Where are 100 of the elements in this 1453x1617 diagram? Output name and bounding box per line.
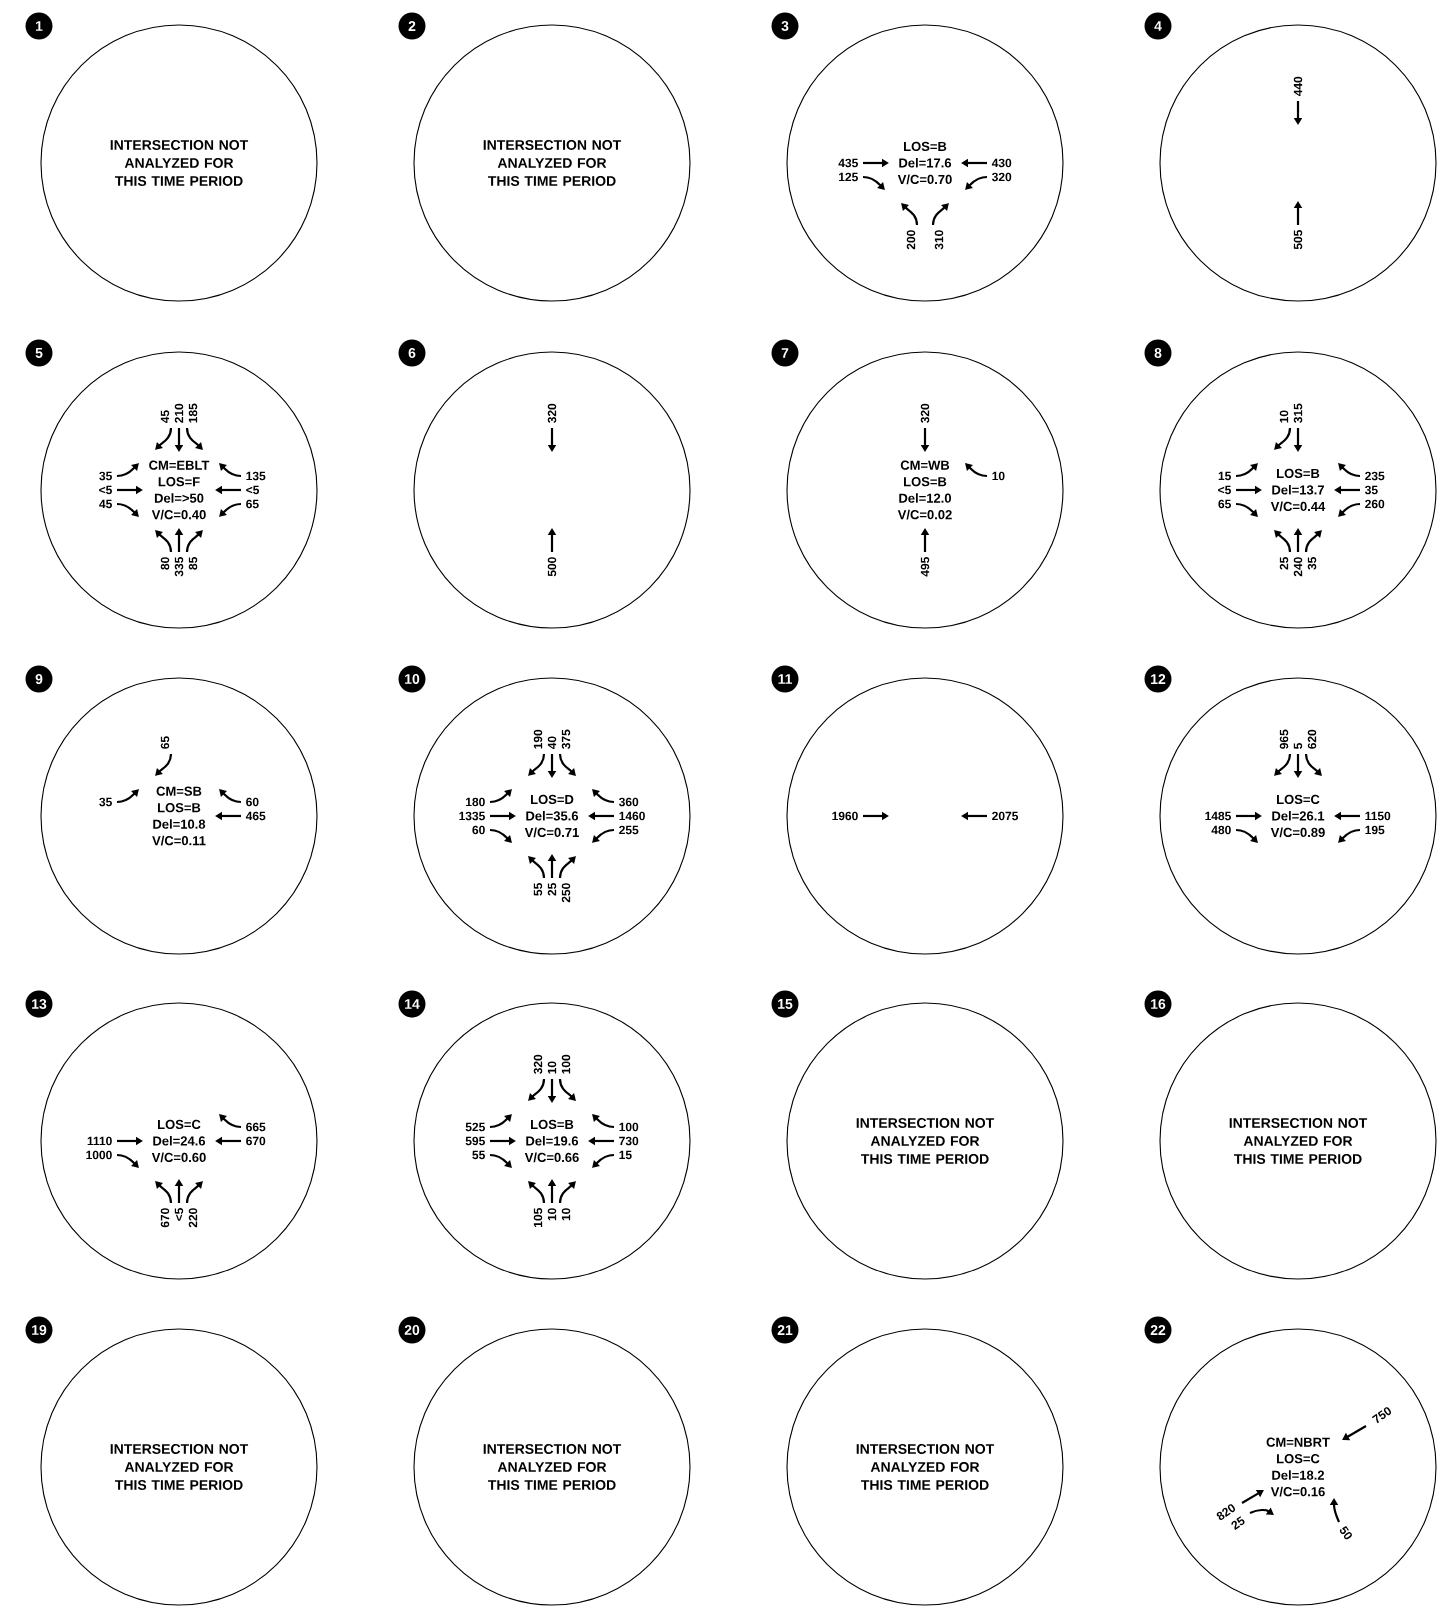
volume-label: 180 — [466, 797, 485, 807]
volume-label: 480 — [1211, 825, 1231, 835]
volume-label: 50 — [1339, 1525, 1352, 1540]
volume-label: 465 — [245, 811, 266, 821]
volume-label: <5 — [99, 485, 112, 495]
number-badge: 3 — [771, 12, 799, 40]
volume-label: 1460 — [619, 811, 645, 821]
volume-label: 240 — [1293, 557, 1303, 577]
number-badge: 16 — [1144, 990, 1172, 1018]
volume-label: 45 — [160, 410, 170, 424]
intersection-stats: LOS=B Del=19.6 V/C=0.66 — [524, 1119, 579, 1163]
status-note: INTERSECTION NOT ANALYZED FOR THIS TIME PERIOD — [856, 1444, 995, 1490]
volume-label: 15 — [619, 1150, 632, 1160]
number-badge: 2 — [398, 12, 426, 40]
volume-label: 430 — [991, 158, 1012, 168]
volume-label: 10 — [547, 1061, 557, 1074]
volume-label: 125 — [839, 172, 858, 182]
volume-label: 5 — [1293, 742, 1303, 749]
volume-label: 665 — [246, 1122, 266, 1132]
volume-label: 190 — [533, 729, 543, 749]
volume-label: 35 — [99, 797, 112, 807]
volume-label: 360 — [619, 797, 639, 807]
number-badge: 8 — [1144, 339, 1172, 367]
volume-label: 505 — [1293, 230, 1303, 250]
number-badge: 19 — [25, 1316, 53, 1344]
volume-label: 10 — [547, 1208, 557, 1221]
intersection-stats: CM=SB LOS=B Del=10.8 V/C=0.11 — [152, 786, 206, 846]
volume-label: <5 — [174, 1208, 184, 1221]
volume-label: 730 — [619, 1136, 639, 1146]
volume-label: 100 — [619, 1122, 639, 1132]
volume-label: 65 — [1218, 499, 1231, 509]
volume-label: 25 — [547, 883, 557, 896]
volume-label: 35 — [99, 471, 112, 481]
volume-label: 1150 — [1365, 811, 1391, 821]
status-note: INTERSECTION NOT ANALYZED FOR THIS TIME PERIOD — [483, 140, 622, 186]
volume-label: 235 — [1365, 471, 1385, 481]
status-note: INTERSECTION NOT ANALYZED FOR THIS TIME PERIOD — [483, 1444, 622, 1490]
volume-label: 750 — [1371, 1407, 1392, 1424]
number-badge: 5 — [25, 339, 53, 367]
volume-label: 335 — [174, 557, 184, 577]
volume-label: <5 — [1218, 485, 1231, 495]
intersection-stats: CM=WB LOS=B Del=12.0 V/C=0.02 — [897, 460, 952, 520]
volume-label: 1960 — [832, 811, 858, 821]
number-badge: 1 — [25, 12, 53, 40]
number-badge: 13 — [25, 990, 53, 1018]
volume-label: 670 — [160, 1208, 170, 1228]
volume-label: 250 — [561, 883, 571, 903]
volume-label: 260 — [1365, 499, 1385, 509]
number-badge: 15 — [771, 990, 799, 1018]
volume-label: 1335 — [459, 811, 485, 821]
number-badge: 7 — [771, 339, 799, 367]
volume-label: 965 — [1279, 729, 1289, 749]
volume-label: 440 — [1293, 76, 1303, 97]
volume-label: 55 — [472, 1150, 485, 1160]
number-badge: 6 — [398, 339, 426, 367]
volume-label: 25 — [1279, 557, 1289, 570]
volume-label: 435 — [838, 158, 858, 168]
volume-label: 495 — [920, 557, 930, 577]
number-badge: 10 — [398, 665, 426, 693]
volume-label: 315 — [1293, 403, 1303, 423]
volume-label: 620 — [1307, 729, 1317, 749]
volume-label: 1000 — [86, 1150, 112, 1160]
volume-label: 185 — [188, 403, 198, 423]
intersection-stats: LOS=C Del=26.1 V/C=0.89 — [1270, 794, 1325, 838]
volume-label: 10 — [561, 1208, 571, 1221]
volume-label: 200 — [906, 230, 916, 250]
volume-label: 320 — [920, 403, 930, 423]
volume-label: 220 — [188, 1208, 198, 1228]
volume-label: 525 — [465, 1122, 485, 1132]
intersection-stats: CM=NBRT LOS=C Del=18.2 V/C=0.16 — [1266, 1437, 1330, 1497]
volume-label: 500 — [547, 557, 557, 577]
volume-label: 2075 — [992, 811, 1019, 821]
volume-label: 45 — [99, 499, 112, 509]
volume-label: 55 — [533, 883, 543, 896]
status-note: INTERSECTION NOT ANALYZED FOR THIS TIME PERIOD — [856, 1118, 995, 1164]
volume-label: 60 — [472, 825, 485, 835]
status-note: INTERSECTION NOT ANALYZED FOR THIS TIME PERIOD — [110, 140, 249, 186]
volume-label: 255 — [619, 825, 639, 835]
volume-label: 60 — [246, 797, 259, 807]
volume-label: 35 — [1307, 557, 1317, 570]
volume-label: 65 — [246, 499, 259, 509]
volume-label: 310 — [934, 230, 944, 250]
number-badge: 20 — [398, 1316, 426, 1344]
intersection-stats: LOS=C Del=24.6 V/C=0.60 — [151, 1119, 206, 1163]
volume-label: 100 — [561, 1054, 571, 1074]
volume-label: 1110 — [87, 1136, 112, 1146]
volume-label: 320 — [547, 403, 557, 423]
number-badge: 14 — [398, 990, 426, 1018]
volume-label: 65 — [160, 736, 170, 749]
status-note: INTERSECTION NOT ANALYZED FOR THIS TIME PERIOD — [110, 1444, 249, 1490]
status-note: INTERSECTION NOT ANALYZED FOR THIS TIME PERIOD — [1229, 1118, 1368, 1164]
volume-label: 595 — [465, 1136, 485, 1146]
volume-label: 375 — [561, 729, 571, 749]
intersection-stats: LOS=B Del=17.6 V/C=0.70 — [897, 141, 952, 185]
volume-label: <5 — [246, 485, 260, 495]
intersection-stats: LOS=D Del=35.6 V/C=0.71 — [524, 794, 579, 838]
intersection-stats: LOS=B Del=13.7 V/C=0.44 — [1270, 468, 1326, 512]
number-badge: 9 — [25, 665, 53, 693]
volume-label: 135 — [246, 471, 266, 481]
number-badge: 4 — [1144, 12, 1172, 40]
